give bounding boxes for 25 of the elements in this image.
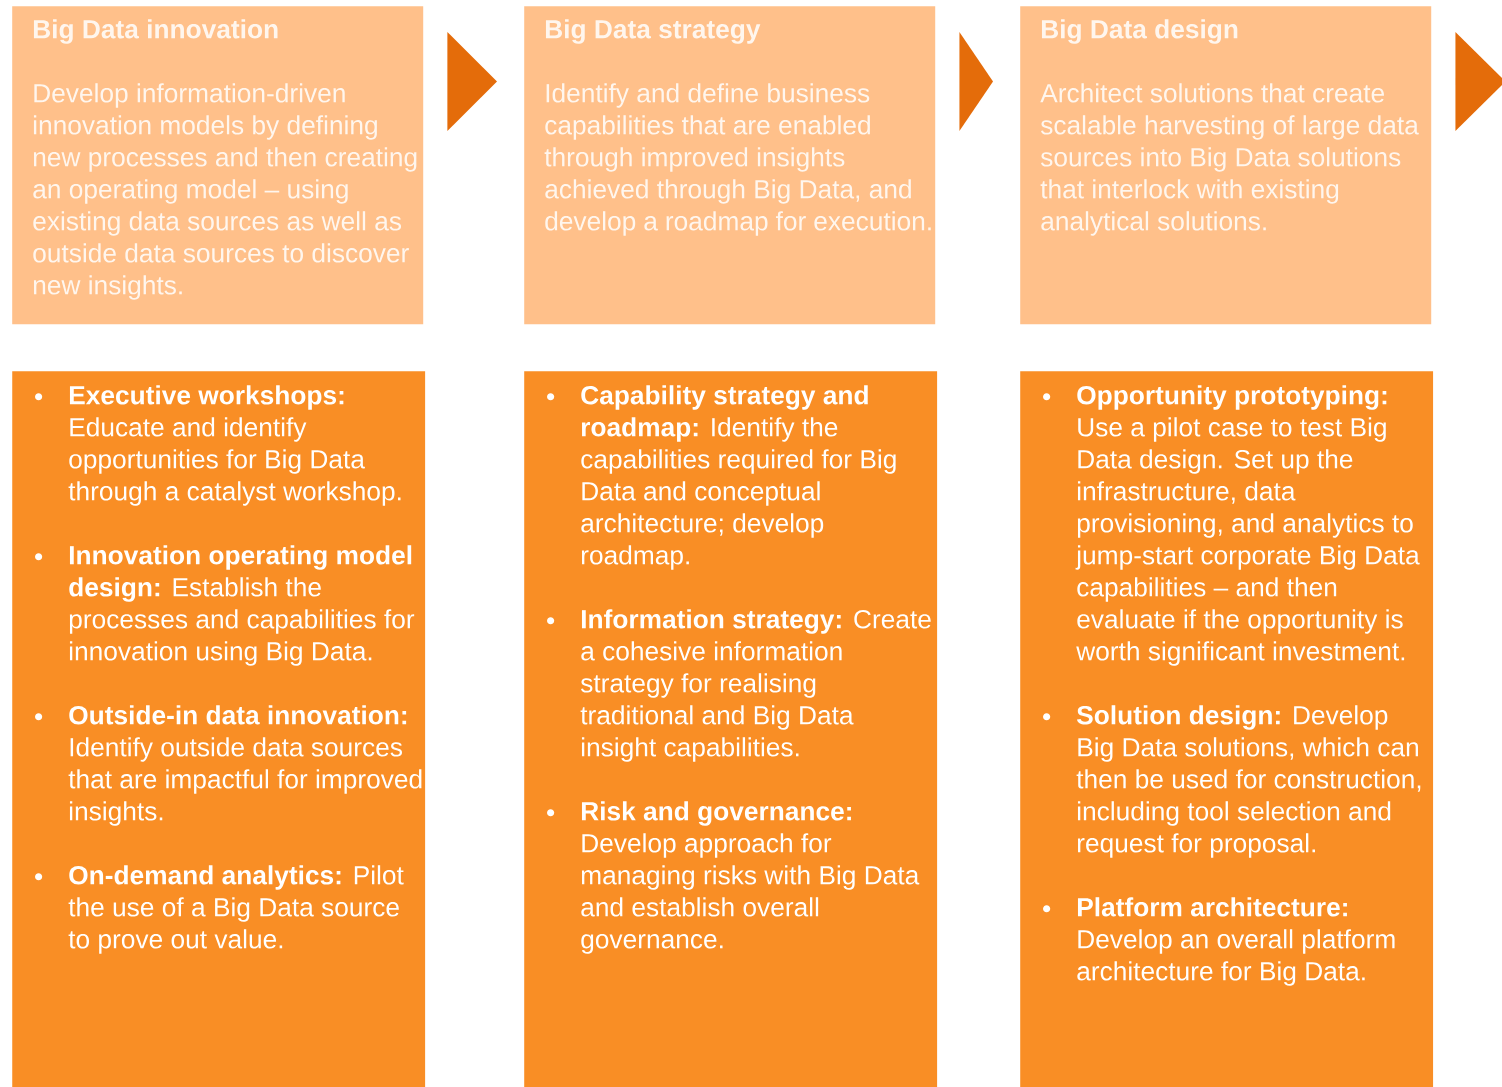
activity-item: Risk and governance: Develop approach for managing risks with Big Data and establish overall governance. <box>581 801 920 954</box>
chevron-arrow <box>447 32 497 131</box>
stage-heading: Big Data innovation <box>33 19 278 44</box>
chevron-arrow <box>1455 32 1502 131</box>
stage-description: Develop information-driven innovation models by defining new processes and then creating an operating model – using existing data sources as well as outside data sources to discover new insights. <box>33 83 417 300</box>
activity-panel <box>12 371 426 1087</box>
activity-item: Solution design: Develop Big Data solutions, which can then be used for construction, including tool selection and request for proposal. <box>1076 705 1421 858</box>
activity-item: Outside-in data innovation: Identify outside data sources that are impactful for improved insights. <box>68 705 422 826</box>
stage-box <box>12 6 424 325</box>
stage-description: Architect solutions that create scalable harvesting of large data sources into Big Data solutions that interlock with existing analytical solutions. <box>1040 83 1419 236</box>
chevron-arrow <box>959 32 993 131</box>
activity-item: Platform architecture: Develop an overall platform architecture for Big Data. <box>1077 897 1395 986</box>
stage-heading: Big Data strategy <box>545 19 761 44</box>
activity-item: Opportunity prototyping: Use a pilot case to test Big Data design. Set up the infrastructure, data provisioning, and analytics to jump-start corporate Big Data capabilities – and then evaluate if the opportunity is worth significant investment. <box>1075 385 1420 666</box>
activity-panel <box>1020 371 1434 1087</box>
stage-box <box>1020 6 1432 325</box>
activity-item: Information strategy: Create a cohesive information strategy for realising traditional and Big Data insight capabilities. <box>580 609 931 762</box>
activity-item: Capability strategy and roadmap: Identify the capabilities required for Big Data and conceptual architecture; develop roadmap. <box>581 385 896 570</box>
activity-item: On-demand analytics: Pilot the use of a Big Data source to prove out value. <box>68 865 404 954</box>
activity-item: Innovation operating model design: Establish the processes and capabilities for innovation using Big Data. <box>69 545 415 666</box>
activity-panel <box>524 371 938 1087</box>
stage-description: Identify and define business capabilities that are enabled through improved insights achieved through Big Data, and develop a roadmap for execution. <box>544 83 931 236</box>
stage-heading: Big Data design <box>1041 19 1238 44</box>
stage-box <box>524 6 936 325</box>
activity-item: Executive workshops: Educate and identify opportunities for Big Data through a catalyst workshop. <box>68 385 401 506</box>
